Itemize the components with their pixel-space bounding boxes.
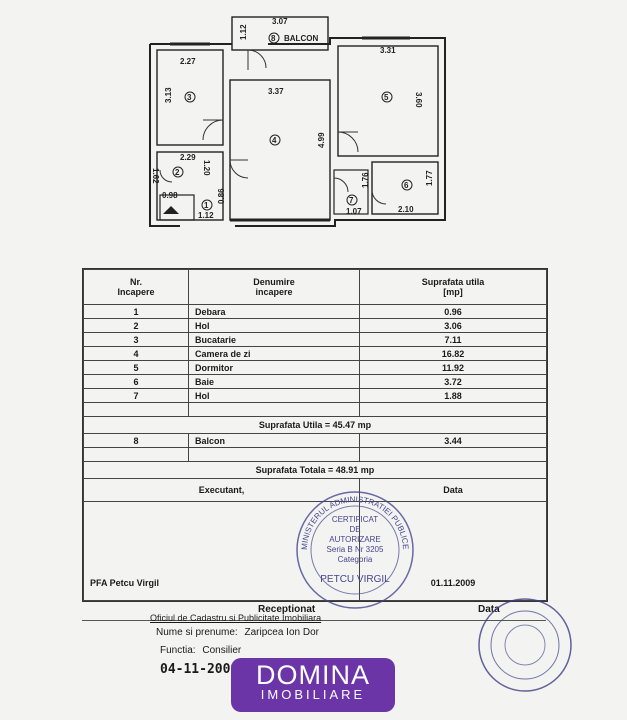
- reception-name-row: Nume si prenume: Zaripcea Ion Dor: [156, 627, 319, 638]
- balcony-number: 8: [271, 34, 276, 43]
- dim-kitchen-length: 3.13: [164, 87, 173, 103]
- dim-storage-width: 1.12: [198, 211, 214, 220]
- dim-storage-depth: 0.86: [217, 188, 226, 204]
- grand-total: Suprafata Totala = 48.91 mp: [83, 461, 547, 479]
- room-name: Baie: [188, 374, 360, 389]
- area-table: Nr. Incapere Denumire incapere Suprafata…: [82, 268, 548, 602]
- certificate-stamp: MINISTERUL ADMINISTRATIEI PUBLICE CERTIF…: [296, 491, 414, 609]
- room-number: 2: [83, 318, 189, 333]
- dim-hall7-length: 1.76: [361, 172, 370, 188]
- room-label-1: 1: [204, 201, 209, 210]
- stamp-line: Categoria: [338, 555, 373, 564]
- dim-living-width: 3.37: [268, 87, 284, 96]
- room-label-7: 7: [349, 196, 354, 205]
- entrance-arrow-icon: [163, 206, 179, 214]
- executant-row: PFA Petcu Virgil 01.11.2009: [83, 501, 547, 601]
- room-name: Dormitor: [188, 360, 360, 375]
- room-area: 7.11: [359, 332, 547, 347]
- domina-logo: DOMINA IMOBILIARE: [231, 658, 395, 712]
- reception-section: Receptionat Data Oficiul de Cadastru si …: [82, 600, 546, 677]
- reception-date-label: Data: [478, 604, 500, 615]
- room-label-6: 6: [404, 181, 409, 190]
- executant-name: PFA Petcu Virgil: [83, 501, 360, 601]
- dim-storage-left: 0.98: [162, 191, 178, 200]
- function-value: Consilier: [202, 645, 242, 656]
- room-number: 8: [83, 433, 189, 448]
- dim-hall-depth: 1.20: [202, 160, 211, 176]
- room-area: 11.92: [359, 360, 547, 375]
- table-row-empty: [83, 447, 547, 462]
- room-name: Debara: [188, 304, 360, 319]
- executant-date: 01.11.2009: [359, 501, 547, 601]
- balcony-label: BALCON: [284, 34, 318, 43]
- table-row: 2 Hol 3.06: [83, 318, 547, 333]
- table-row: 1 Debara 0.96: [83, 304, 547, 319]
- header-useful-area: Suprafata utila [mp]: [359, 269, 547, 305]
- table-row: 5 Dormitor 11.92: [83, 360, 547, 375]
- room-name: Hol: [188, 318, 360, 333]
- dim-bedroom-width: 3.31: [380, 46, 396, 55]
- dim-bath-width: 2.10: [398, 205, 414, 214]
- dim-bath-length: 1.77: [425, 170, 434, 186]
- dim-living-length: 4.99: [317, 132, 326, 148]
- dim-kitchen-width: 2.27: [180, 57, 196, 66]
- room-number: 1: [83, 304, 189, 319]
- room-area: 0.96: [359, 304, 547, 319]
- table-header: Nr. Incapere Denumire incapere Suprafata…: [83, 269, 547, 305]
- room-label-5: 5: [384, 93, 389, 102]
- room-number: 6: [83, 374, 189, 389]
- room-label-3: 3: [187, 93, 192, 102]
- room-number: 4: [83, 346, 189, 361]
- receptionat-label: Receptionat: [258, 604, 316, 615]
- room-name: Camera de zi: [188, 346, 360, 361]
- dim-balcony-width: 3.07: [272, 17, 288, 26]
- reception-header-row: Receptionat Data: [82, 600, 546, 621]
- room-area: 16.82: [359, 346, 547, 361]
- header-room-name: Denumire incapere: [188, 269, 360, 305]
- reception-function-row: Functia: Consilier: [160, 645, 241, 656]
- stamp-line: CERTIFICAT: [332, 515, 378, 524]
- room-number: 7: [83, 388, 189, 403]
- room-name: Hol: [188, 388, 360, 403]
- dim-bedroom-length: 3.60: [414, 92, 423, 108]
- useful-total: Suprafata Utila = 45.47 mp: [83, 416, 547, 434]
- room-number: 3: [83, 332, 189, 347]
- table-row: 6 Baie 3.72: [83, 374, 547, 389]
- table-row: 7 Hol 1.88: [83, 388, 547, 403]
- dim-balcony-depth: 1.12: [239, 24, 248, 40]
- header-room-number: Nr. Incapere: [83, 269, 189, 305]
- room-area: 3.44: [359, 433, 547, 448]
- dim-hall-width: 2.29: [180, 153, 196, 162]
- room-label-2: 2: [175, 168, 180, 177]
- room-name: Bucatarie: [188, 332, 360, 347]
- reception-date: 04-11-2009: [160, 662, 239, 677]
- logo-sub: IMOBILIARE: [260, 687, 366, 702]
- room-area: 3.72: [359, 374, 547, 389]
- stamp-line: DE: [349, 525, 360, 534]
- name-value: Zaripcea Ion Dor: [244, 627, 319, 638]
- dim-hall-length: 1.62: [151, 168, 160, 184]
- floor-plan: 3 4 5 2 1 6 7 8 BALCON 3.07 1.12 2.27 3.…: [149, 16, 446, 227]
- table-row: 3 Bucatarie 7.11: [83, 332, 547, 347]
- stamp-name: PETCU VIRGIL: [320, 574, 390, 585]
- room-area: 3.06: [359, 318, 547, 333]
- stamp-line: Seria B Nr 3205: [327, 545, 384, 554]
- table-row: 4 Camera de zi 16.82: [83, 346, 547, 361]
- table-row: 8 Balcon 3.44: [83, 433, 547, 448]
- grand-total-row: Suprafata Totala = 48.91 mp: [83, 461, 547, 479]
- office-name: Oficiul de Cadastru si Publicitate Imobi…: [150, 613, 322, 623]
- useful-total-row: Suprafata Utila = 45.47 mp: [83, 416, 547, 434]
- logo-name: DOMINA: [256, 660, 370, 690]
- room-label-4: 4: [272, 136, 277, 145]
- room-area: 1.88: [359, 388, 547, 403]
- room-number: 5: [83, 360, 189, 375]
- name-label: Nume si prenume:: [156, 627, 238, 638]
- dim-hall7-width: 1.07: [346, 207, 362, 216]
- function-label: Functia:: [160, 645, 196, 656]
- stamp-line: AUTORIZARE: [329, 535, 380, 544]
- table-row-empty: [83, 402, 547, 417]
- room-name: Balcon: [188, 433, 360, 448]
- ocpi-stamp: [478, 598, 572, 692]
